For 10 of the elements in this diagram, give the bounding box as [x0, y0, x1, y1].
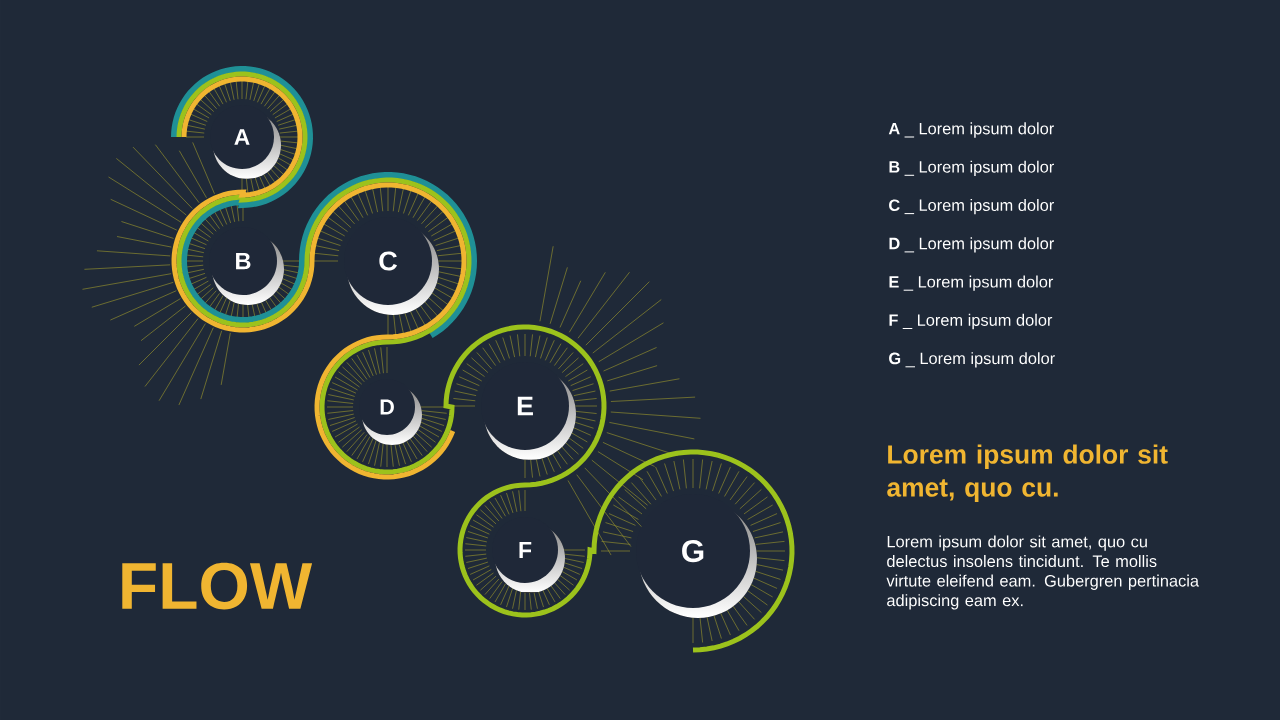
heading: Lorem ipsum dolor sit amet, quo cu.	[887, 444, 1168, 503]
list-item: C _ Lorem ipsum dolor	[889, 198, 1054, 215]
list-item: F _ Lorem ipsum dolor	[889, 313, 1053, 330]
title: FLOW	[122, 562, 313, 610]
list-item: A _ Lorem ipsum dolor	[888, 122, 1054, 138]
body-text: Lorem ipsum dolor sit amet, quo cu delectus insolens tincidunt. Te mollis virtute eleifend eam. Gubergren pertinacia adipiscing eam ex.	[886, 535, 1200, 610]
list-item: E _ Lorem ipsum dolor	[889, 275, 1054, 291]
list-item: B _ Lorem ipsum dolor	[889, 160, 1054, 176]
list-item: D _ Lorem ipsum dolor	[889, 237, 1054, 253]
list-item: G _ Lorem ipsum dolor	[889, 352, 1055, 368]
